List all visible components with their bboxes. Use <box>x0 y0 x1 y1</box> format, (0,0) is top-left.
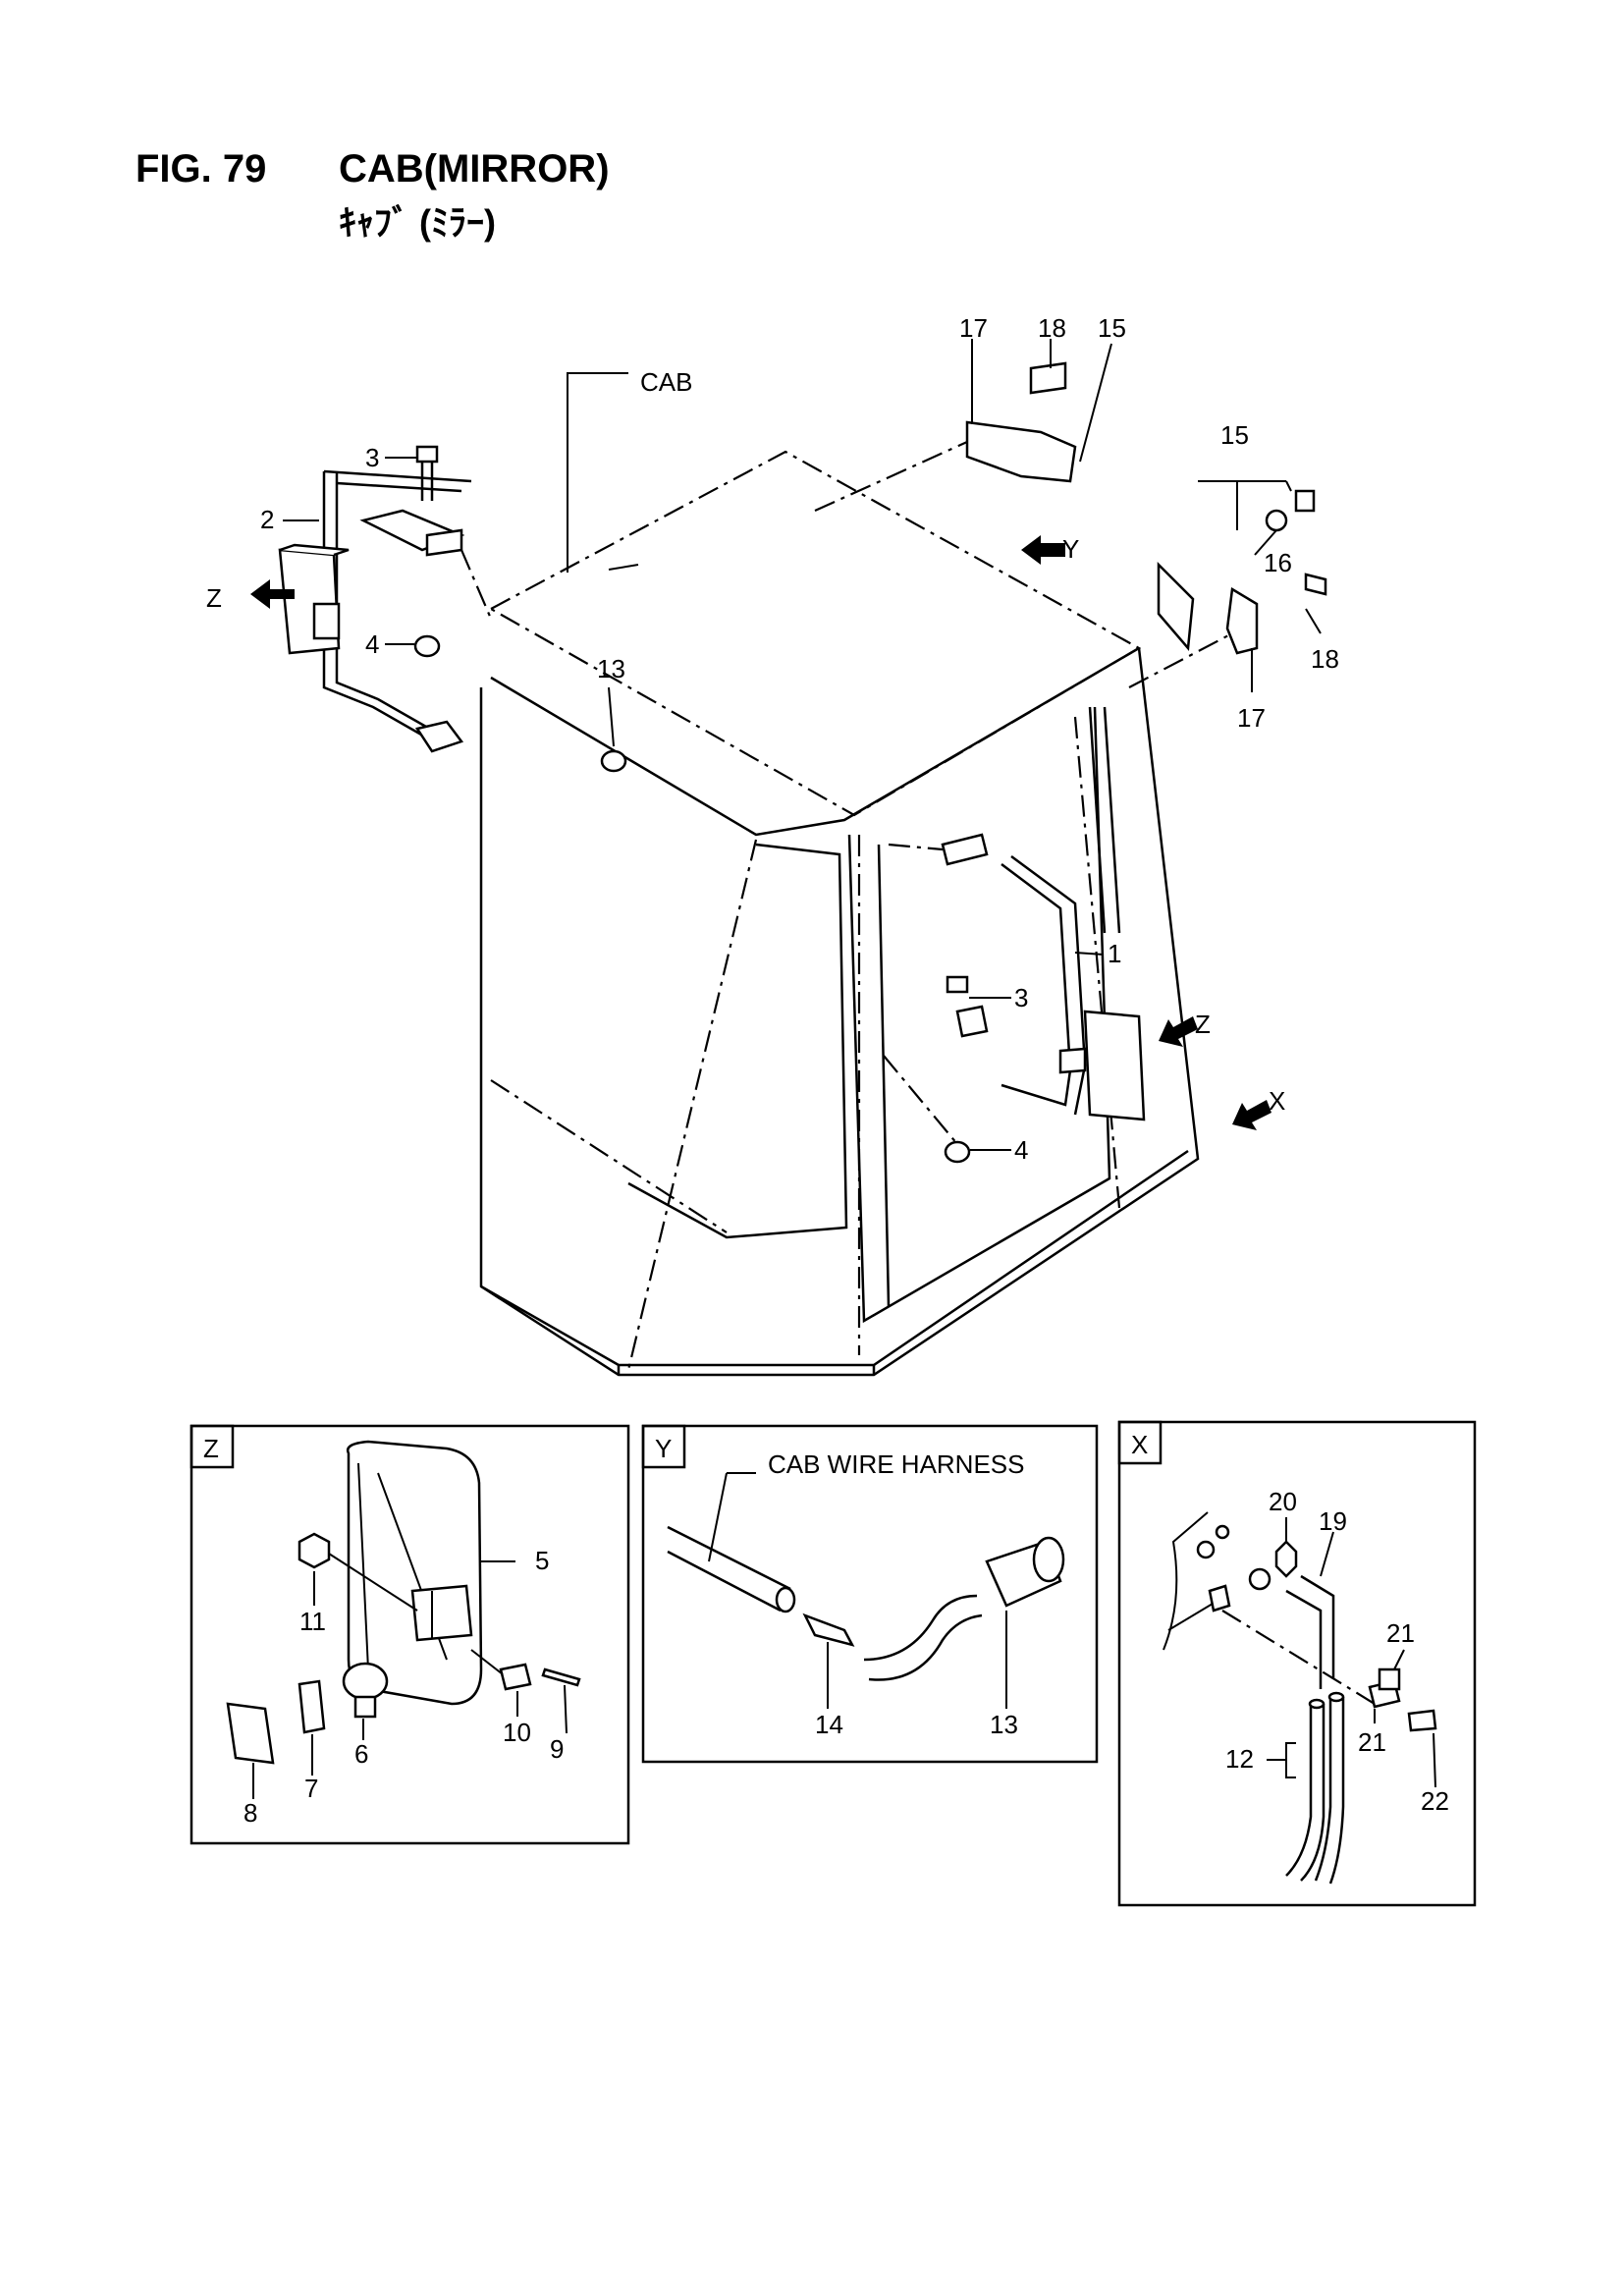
view-label-x: X <box>1269 1086 1285 1116</box>
figure-number: FIG. 79 <box>135 147 267 191</box>
view-label-y: Y <box>1062 534 1079 564</box>
cab-label: CAB <box>640 367 692 397</box>
detail-x-callout-21-bottom: 21 <box>1358 1727 1386 1757</box>
detail-y-callout-13: 13 <box>990 1710 1018 1739</box>
detail-z-panel: Z <box>189 1424 630 1845</box>
left-mirror-assembly <box>278 445 493 753</box>
callout-2: 2 <box>260 505 274 534</box>
cab-outline <box>479 372 1200 1377</box>
figure-title: CAB(MIRROR) <box>339 147 610 191</box>
view-arrow-z-right <box>1159 1016 1198 1047</box>
detail-x-callout-12: 12 <box>1225 1744 1254 1774</box>
detail-z-callout-10: 10 <box>503 1718 531 1747</box>
callout-3-left: 3 <box>365 443 379 472</box>
callout-16: 16 <box>1264 548 1292 577</box>
callout-4-right: 4 <box>1014 1135 1028 1165</box>
detail-x-panel: X <box>1117 1420 1477 1907</box>
callout-15-right: 15 <box>1220 420 1249 450</box>
callout-18-right: 18 <box>1311 644 1339 674</box>
callout-4-left: 4 <box>365 629 379 659</box>
callout-1: 1 <box>1108 939 1121 968</box>
view-arrow-y <box>1021 535 1065 565</box>
callout-17-top: 17 <box>959 313 988 343</box>
callout-15-top: 15 <box>1098 313 1126 343</box>
detail-z-callout-5: 5 <box>535 1546 549 1575</box>
detail-y-title: Y <box>655 1434 672 1463</box>
detail-z-title: Z <box>203 1434 219 1463</box>
callout-17-right: 17 <box>1237 703 1266 733</box>
detail-z-callout-6: 6 <box>354 1739 368 1769</box>
view-arrow-z-left <box>250 579 295 609</box>
view-arrows <box>250 535 1271 1130</box>
detail-z-callout-7: 7 <box>304 1774 318 1803</box>
callout-3-right: 3 <box>1014 983 1028 1012</box>
callout-18-top: 18 <box>1038 313 1066 343</box>
detail-x-callout-19: 19 <box>1319 1506 1347 1536</box>
detail-y-panel: Y <box>641 1424 1099 1764</box>
callout-13: 13 <box>597 654 625 683</box>
detail-x-callout-22: 22 <box>1421 1786 1449 1816</box>
detail-z-callout-9: 9 <box>550 1734 564 1764</box>
detail-x-title: X <box>1131 1430 1148 1459</box>
detail-x-callout-20: 20 <box>1269 1487 1297 1516</box>
right-mirror-assembly <box>883 833 1146 1164</box>
detail-z-callout-11: 11 <box>299 1607 326 1636</box>
detail-x-callout-21-top: 21 <box>1386 1618 1415 1648</box>
harness-label: CAB WIRE HARNESS <box>768 1449 1025 1479</box>
detail-y-callout-14: 14 <box>815 1710 843 1739</box>
figure-subtitle: ｷｬﾌﾞ (ﾐﾗｰ) <box>339 202 496 243</box>
view-label-z-right: Z <box>1195 1010 1211 1039</box>
view-label-z-left: Z <box>206 583 222 613</box>
detail-z-callout-8: 8 <box>243 1798 257 1828</box>
roof-light-brackets <box>600 339 1327 773</box>
view-arrow-x <box>1232 1100 1271 1130</box>
